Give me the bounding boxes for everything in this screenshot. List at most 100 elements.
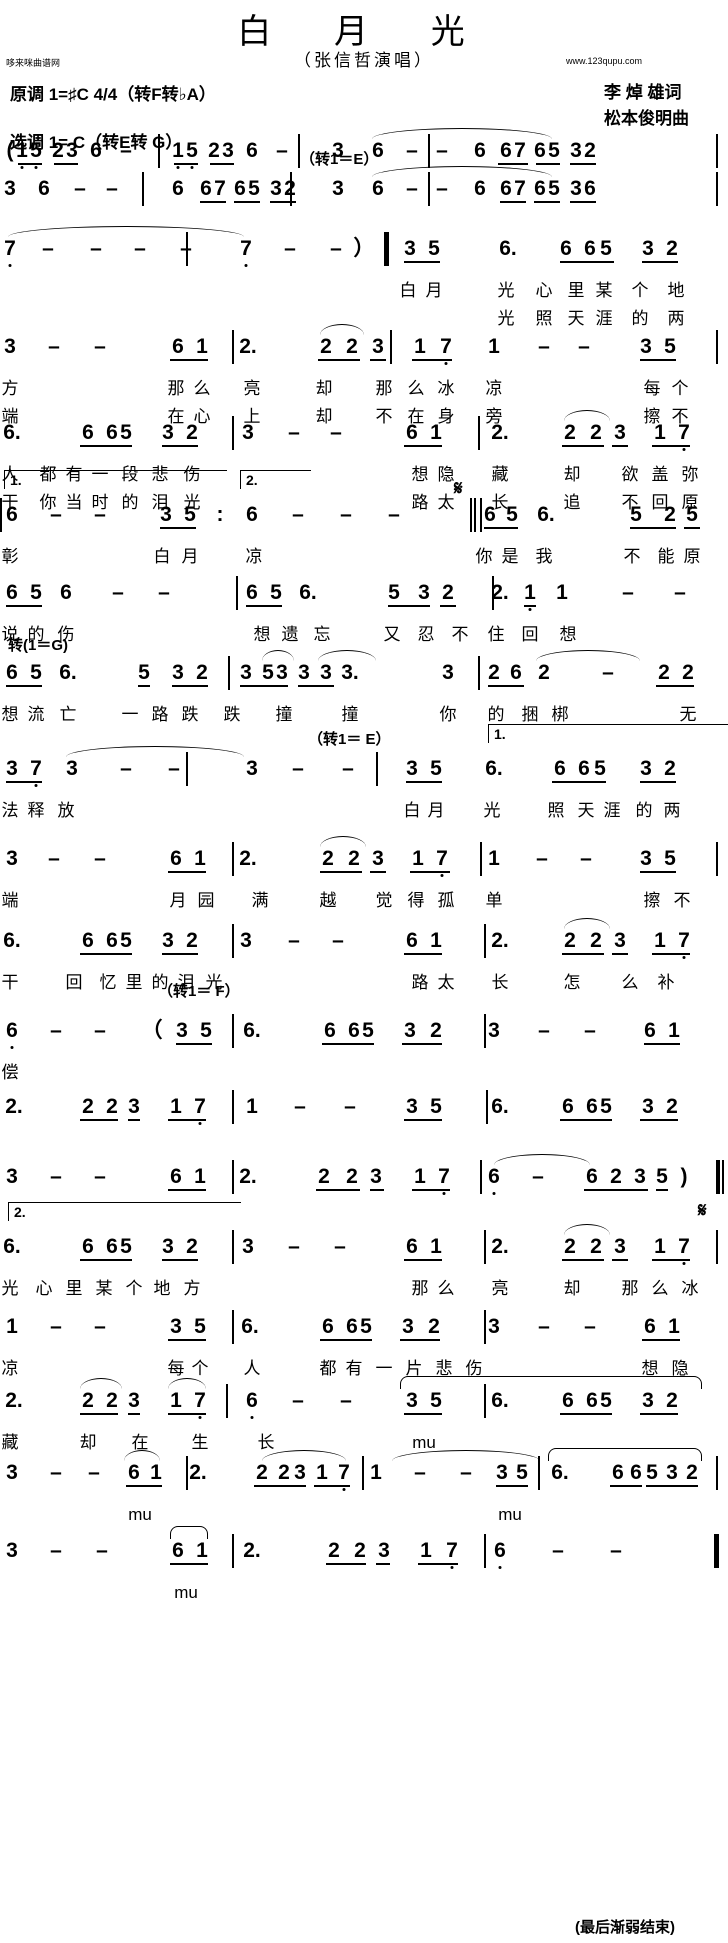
- note: 1: [370, 1461, 382, 1484]
- beam-underline: [200, 201, 226, 203]
- lyric: mu: [412, 1433, 436, 1452]
- note: –: [584, 1315, 596, 1338]
- beam-underline: [652, 1259, 690, 1261]
- beam-underline: [418, 1563, 458, 1565]
- lyric: 心: [535, 281, 553, 300]
- note: 6: [372, 139, 384, 162]
- lyric: 凉: [485, 379, 503, 398]
- beam-underline: [484, 527, 518, 529]
- note: 1: [654, 1235, 666, 1258]
- lyric: 白: [153, 547, 171, 566]
- note: 3: [270, 177, 282, 200]
- beam-underline: [412, 1189, 450, 1191]
- beam-underline: [128, 1413, 140, 1415]
- note: 3: [642, 1095, 654, 1118]
- note: 6: [494, 1539, 506, 1562]
- lyric: 的: [27, 625, 45, 644]
- barline: [492, 576, 494, 610]
- lyric-verse-2: 的: [631, 309, 649, 328]
- beam-underline: [400, 1339, 440, 1341]
- lyric: 伤: [57, 625, 75, 644]
- note: 7: [678, 1235, 690, 1258]
- barline: [232, 1310, 234, 1344]
- barline: [428, 134, 430, 168]
- note: 2: [666, 1389, 678, 1412]
- note: 3: [66, 757, 78, 780]
- note: –: [284, 237, 296, 260]
- low-octave-dot: [10, 1046, 14, 1049]
- note: 7: [514, 177, 526, 200]
- beam-underline: [388, 605, 430, 607]
- beam-underline: [162, 445, 198, 447]
- beam-underline: [254, 1485, 306, 1487]
- lyric: mu: [174, 1583, 198, 1602]
- note: 2: [106, 1095, 118, 1118]
- note: 5: [548, 139, 560, 162]
- note: 1: [414, 1165, 426, 1188]
- barline: [480, 1160, 482, 1194]
- lyric: 长: [491, 973, 509, 992]
- note: 2: [428, 1315, 440, 1338]
- barline: [478, 416, 480, 450]
- beam-underline: [640, 1413, 678, 1415]
- low-octave-dot: [450, 1566, 454, 1569]
- lyric: 的: [151, 973, 169, 992]
- low-octave-dot: [34, 784, 38, 787]
- note: 3: [298, 661, 310, 684]
- beam-underline: [524, 605, 536, 607]
- low-octave-dot: [190, 166, 194, 169]
- lyric: 冰: [681, 1279, 699, 1298]
- page-title: 白 月 光: [237, 12, 491, 52]
- note: –: [94, 847, 106, 870]
- lyric: 法: [1, 801, 19, 820]
- lyric: 人: [243, 1359, 261, 1378]
- note: 3: [6, 1539, 18, 1562]
- note: 3: [242, 421, 254, 444]
- note: 5: [664, 335, 676, 358]
- note: 6: [484, 503, 496, 526]
- note: 3: [378, 1539, 390, 1562]
- note: 6: [200, 177, 212, 200]
- beam-underline: [80, 1413, 118, 1415]
- note: –: [584, 1019, 596, 1042]
- note: 6: [346, 1315, 358, 1338]
- lyric: 长: [257, 1433, 275, 1452]
- lyric-verse-2: 不: [671, 407, 689, 426]
- beam-underline: [6, 605, 42, 607]
- note: 6: [170, 1165, 182, 1188]
- barline: [232, 1534, 234, 1568]
- site-url: www.123qupu.com: [566, 56, 643, 66]
- note: 2: [488, 661, 500, 684]
- note: –: [42, 237, 54, 260]
- lyric: 擦: [643, 891, 661, 910]
- lyric: 是: [501, 547, 519, 566]
- volta-label: 2.: [246, 472, 258, 488]
- note: 5: [30, 139, 42, 162]
- lyric: 太: [437, 973, 455, 992]
- note: 5: [430, 1389, 442, 1412]
- lyric: 的: [635, 801, 653, 820]
- note: 2.: [491, 929, 509, 952]
- lyric: 想: [1, 705, 19, 724]
- beam-underline: [646, 1485, 698, 1487]
- beam-underline: [652, 953, 690, 955]
- lyric: 个: [631, 281, 649, 300]
- note: –: [552, 1539, 564, 1562]
- note: 2: [346, 1165, 358, 1188]
- note: –: [288, 929, 300, 952]
- beam-underline: [644, 1043, 680, 1045]
- note: 6.: [499, 237, 517, 260]
- note: 7: [30, 757, 42, 780]
- note: –: [330, 237, 342, 260]
- lyric: 月: [427, 801, 445, 820]
- note: 1: [170, 1389, 182, 1412]
- note: 2: [564, 1235, 576, 1258]
- note: 7: [678, 929, 690, 952]
- note: 6.: [537, 503, 555, 526]
- barline: [232, 1090, 234, 1124]
- lyric-verse-2: 上: [243, 407, 261, 426]
- lyric: 流: [27, 705, 45, 724]
- beam-underline: [560, 1413, 612, 1415]
- key-change: （转1＝E）: [300, 151, 379, 168]
- beam-underline: [562, 953, 604, 955]
